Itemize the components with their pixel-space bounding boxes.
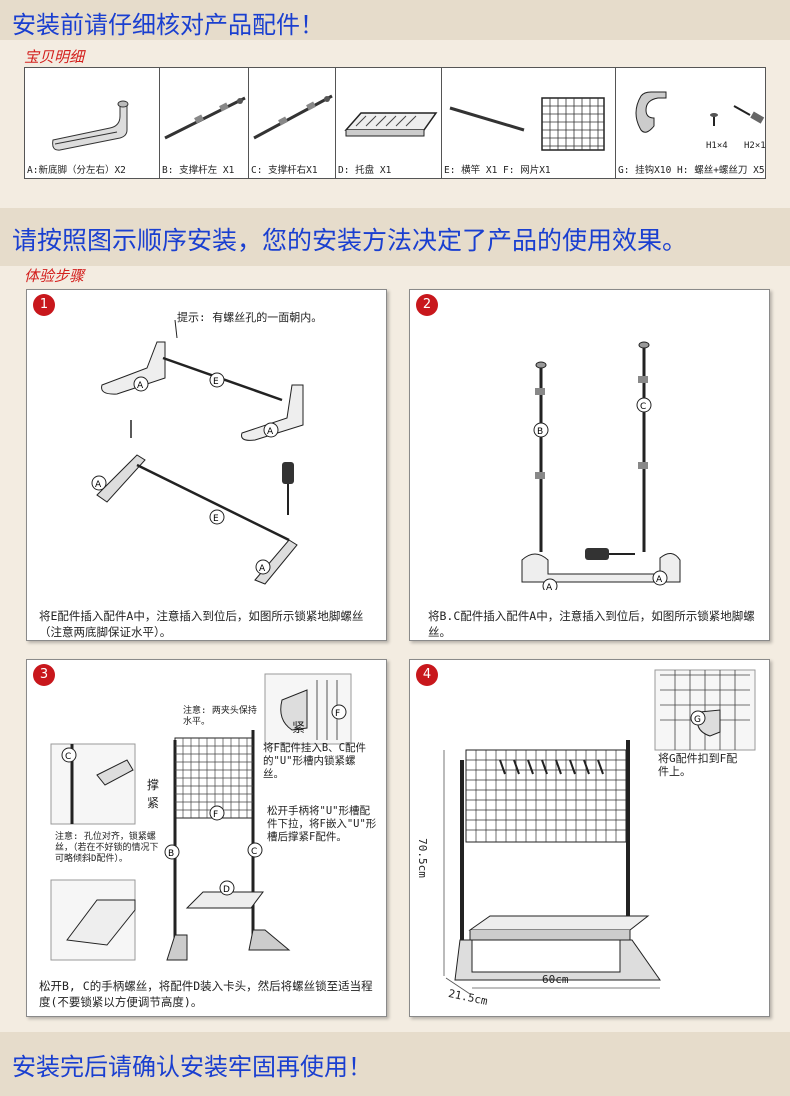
footer-title: 安装完后请确认安装牢固再使用！ — [12, 1053, 372, 1081]
svg-text:E: E — [213, 377, 219, 387]
step-4-diagram: G — [443, 669, 756, 995]
foot-part-icon — [52, 100, 129, 151]
svg-text:E: E — [213, 514, 219, 524]
crossbar-and-mesh-icon — [449, 97, 605, 151]
step-3-note-release: 松开手柄将"U"形槽配件下拉，将F嵌入"U"形槽后撑紧F配件。 — [267, 805, 377, 843]
svg-text:C: C — [640, 402, 646, 412]
step-3-note-align: 注意: 孔位对齐，锁紧螺丝，（若在不好锁的情况下可略倾斜D配件）。 — [55, 832, 159, 864]
height-dimension: 70.5cm — [415, 838, 429, 878]
step-3-note-level: 注意: 两夹头保持水平。 — [183, 706, 257, 727]
step-4-note: 将G配件扣到F配件上。 — [658, 752, 738, 778]
part-c: C: 支撑杆右X1 — [249, 68, 336, 178]
tray-icon — [344, 112, 438, 137]
step-3-diagram: F F B C D C — [50, 673, 352, 961]
svg-text:A: A — [259, 564, 266, 574]
parts-list: A:新底脚（分左右）X2 B: 支撑杆左 X1 C: 支撑杆右X1 D: 托盘 … — [24, 67, 766, 179]
svg-text:C: C — [251, 847, 257, 857]
step-2-diagram: B C A A — [521, 341, 681, 590]
step-3-panel: 3 F F B C D C 注意: 两夹头保持水平。 紧 将F配件挂入B、C配件… — [26, 659, 387, 1017]
svg-text:B: B — [168, 849, 174, 859]
svg-text:C: C — [65, 752, 71, 762]
footer-banner: 安装完后请确认安装牢固再使用！ — [0, 1032, 790, 1096]
step-2-text: 将B.C配件插入配件A中，注意插入到位后，如图所示锁紧地脚螺丝。 — [428, 609, 755, 639]
svg-text:D: D — [223, 885, 230, 895]
width-dimension: 60cm — [542, 973, 569, 986]
section-banner: 请按照图示顺序安装，您的安装方法决定了产品的使用效果。 — [0, 208, 790, 266]
step-3-brace: 撑紧 — [147, 778, 160, 810]
part-d: D: 托盘 X1 — [336, 68, 442, 178]
step-badge: 3 — [33, 664, 55, 686]
part-b: B: 支撑杆左 X1 — [160, 68, 249, 178]
step-3-note-hang: 将F配件挂入B、C配件的"U"形槽内锁紧螺丝。 — [263, 742, 366, 780]
steps-subtitle: 体验步骤 — [24, 267, 85, 285]
step-1-tip: 提示: 有螺丝孔的一面朝内。 — [177, 311, 323, 324]
step-badge: 1 — [33, 294, 55, 316]
part-a: A:新底脚（分左右）X2 — [25, 68, 160, 178]
header-title: 安装前请仔细核对产品配件！ — [12, 11, 324, 39]
svg-text:A: A — [656, 575, 663, 585]
part-g-h: H1×4 H2×1 G: 挂钩X10 H: 螺丝+螺丝刀 X5 — [616, 68, 767, 178]
svg-text:B: B — [537, 427, 543, 437]
step-1-diagram: A E A A E A — [91, 319, 304, 585]
support-pole-right-icon — [253, 94, 333, 140]
support-pole-left-icon — [164, 96, 246, 140]
step-badge: 2 — [416, 294, 438, 316]
hook-and-screw-icon — [635, 91, 765, 133]
parts-subtitle: 宝贝明细 — [24, 48, 85, 66]
svg-text:F: F — [335, 709, 340, 719]
step-4-panel: 4 G 将G配件扣到F配件上。 70.5cm 60cm 21.5cm — [409, 659, 770, 1017]
step-1-text: 将E配件插入配件A中，注意插入到位后，如图所示锁紧地脚螺丝（注意两底脚保证水平）… — [39, 609, 364, 639]
section-title: 请按照图示顺序安装，您的安装方法决定了产品的使用效果。 — [12, 226, 688, 255]
svg-text:A: A — [95, 480, 102, 490]
step-3-tight: 紧 — [292, 721, 306, 736]
svg-text:A: A — [267, 427, 274, 437]
header-banner: 安装前请仔细核对产品配件！ — [0, 0, 790, 40]
svg-text:A: A — [546, 583, 553, 590]
part-e-f: E: 横竿 X1 F: 网片X1 — [442, 68, 616, 178]
svg-text:G: G — [694, 715, 701, 725]
step-2-panel: 2 B C A A 将B.C配件插入配件A中，注意插入到位后，如图所示锁紧地脚螺… — [409, 289, 770, 641]
step-3-text: 松开B, C的手柄螺丝，将配件D装入卡头，然后将螺丝锁至适当程度(不要锁紧以方便… — [39, 979, 373, 1009]
svg-text:A: A — [137, 381, 144, 391]
svg-text:F: F — [213, 810, 218, 820]
step-1-panel: 1 提示: 有螺丝孔的一面朝内。 A E A A E A 将E配件插入配件A中，… — [26, 289, 387, 641]
step-badge: 4 — [416, 664, 438, 686]
